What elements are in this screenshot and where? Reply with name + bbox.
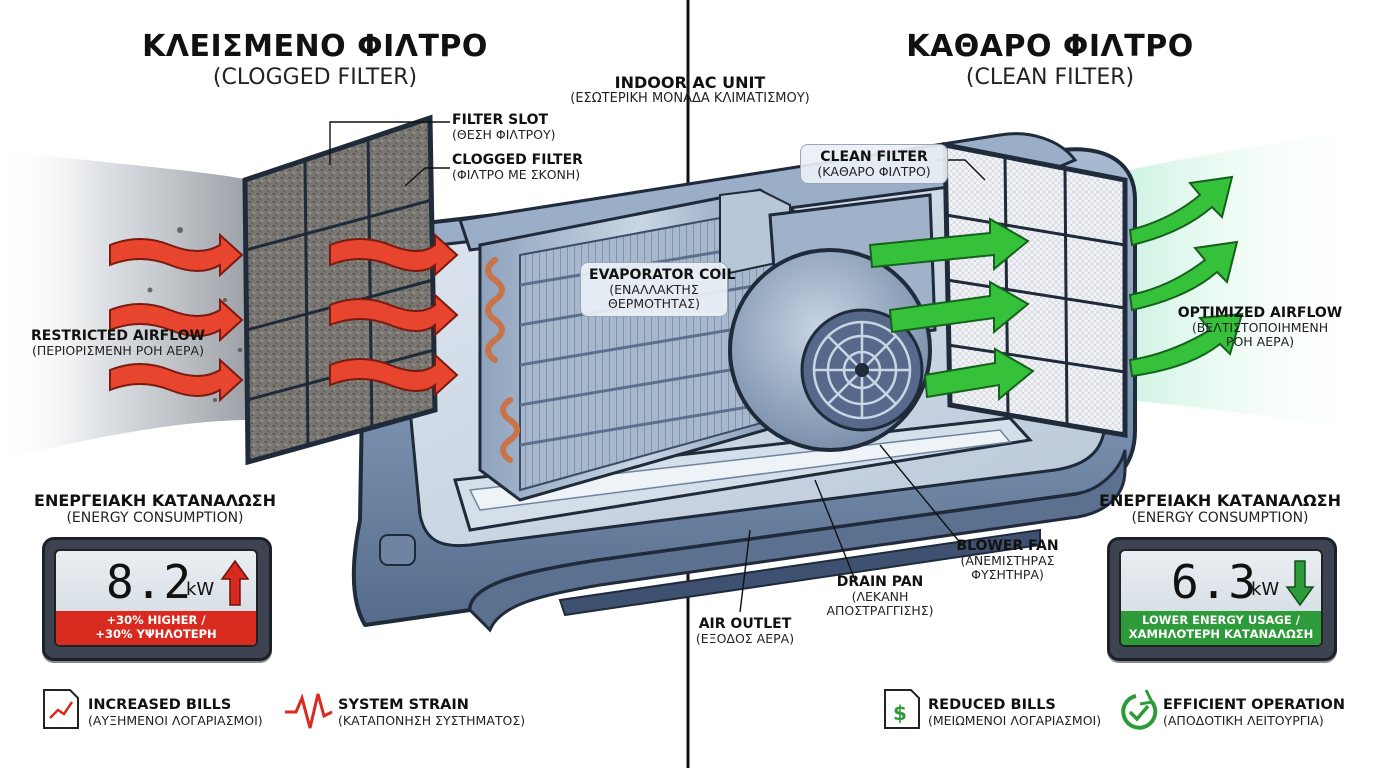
right-header: ΚΑΘΑΡΟ ΦΙΛΤΡΟ (CLEAN FILTER) bbox=[880, 29, 1220, 90]
footer-reduced-bills: REDUCED BILLS (ΜΕΙΩΜΕΝΟΙ ΛΟΓΑΡΙΑΣΜΟΙ) bbox=[928, 697, 1102, 728]
right-energy-meter: 6.3 kW LOWER ENERGY USAGE / ΧΑΜΗΛΟΤΕΡΗ Κ… bbox=[1107, 537, 1337, 661]
bill-up-icon bbox=[43, 689, 79, 729]
arrow-down-icon bbox=[1285, 560, 1315, 607]
clean-filter-panel bbox=[942, 141, 1128, 438]
indoor-unit-label: INDOOR AC UNIT (ΕΣΩΤΕΡΙΚΗ ΜΟΝΑΔΑ ΚΛΙΜΑΤΙ… bbox=[570, 73, 810, 107]
clogged-filter-panel bbox=[242, 114, 438, 466]
air-outlet-label: AIR OUTLET (ΕΞΟΔΟΣ ΑΕΡΑ) bbox=[695, 616, 795, 647]
bill-dollar-icon: $ bbox=[884, 689, 920, 729]
clean-filter-label: CLEAN FILTER (ΚΑΘΑΡΟ ΦΙΛΤΡΟ) bbox=[800, 144, 948, 185]
left-energy-title: ΕΝΕΡΓΕΙΑΚΗ ΚΑΤΑΝΑΛΩΣΗ (ENERGY CONSUMPTIO… bbox=[34, 491, 276, 527]
restricted-airflow-label: RESTRICTED AIRFLOW (ΠΕΡΙΟΡΙΣΜΕΝΗ ΡΟΗ ΑΕΡ… bbox=[30, 328, 205, 359]
footer-increased-bills: INCREASED BILLS (ΑΥΞΗΜΕΝΟΙ ΛΟΓΑΡΙΑΣΜΟΙ) bbox=[88, 697, 263, 728]
right-meter-screen: 6.3 kW LOWER ENERGY USAGE / ΧΑΜΗΛΟΤΕΡΗ Κ… bbox=[1119, 549, 1323, 647]
evaporator-coil-label: EVAPORATOR COIL (ΕΝΑΛΛΑΚΤΗΣ ΘΕΡΜΟΤΗΤΑΣ) bbox=[580, 262, 735, 317]
optimized-airflow-haze bbox=[1130, 130, 1376, 430]
footer-efficient-operation: EFFICIENT OPERATION (ΑΠΟΔΟΤΙΚΗ ΛΕΙΤΟΥΡΓΙ… bbox=[1163, 697, 1345, 728]
arrow-up-icon bbox=[220, 559, 250, 606]
right-energy-unit: kW bbox=[1251, 579, 1280, 600]
right-energy-title: ΕΝΕΡΓΕΙΑΚΗ ΚΑΤΑΝΑΛΩΣΗ (ENERGY CONSUMPTIO… bbox=[1099, 491, 1341, 527]
pulse-icon bbox=[285, 693, 333, 729]
drain-pan bbox=[453, 416, 1033, 532]
right-energy-band: LOWER ENERGY USAGE / ΧΑΜΗΛΟΤΕΡΗ ΚΑΤΑΝΑΛΩ… bbox=[1121, 611, 1321, 645]
optimized-airflow-arrows bbox=[868, 175, 1244, 402]
svg-text:$: $ bbox=[893, 701, 907, 725]
left-header: ΚΛΕΙΣΜΕΝΟ ΦΙΛΤΡΟ (CLOGGED FILTER) bbox=[130, 29, 500, 90]
optimized-airflow-label: OPTIMIZED AIRFLOW (ΒΕΛΤΙΣΤΟΠΟΙΗΜΕΝΗ ΡΟΗ … bbox=[1177, 305, 1343, 350]
right-energy-value: 6.3 bbox=[1171, 555, 1258, 609]
clogged-filter-label: CLOGGED FILTER (ΦΙΛΤΡΟ ΜΕ ΣΚΟΝΗ) bbox=[452, 152, 583, 183]
left-energy-unit: kW bbox=[186, 579, 215, 600]
blower-fan-label: BLOWER FAN (ΑΝΕΜΙΣΤΗΡΑΣ ΦΥΣΗΤΗΡΑ) bbox=[956, 538, 1059, 583]
filter-slot-label: FILTER SLOT (ΘΕΣΗ ΦΙΛΤΡΟΥ) bbox=[452, 112, 556, 143]
footer-system-strain: SYSTEM STRAIN (ΚΑΤΑΠΟΝΗΣΗ ΣΥΣΤΗΜΑΤΟΣ) bbox=[338, 697, 526, 728]
drain-pan-label: DRAIN PAN (ΛΕΚΑΝΗ ΑΠΟΣΤΡΑΓΓΙΣΗΣ) bbox=[826, 574, 934, 619]
check-cycle-icon bbox=[1121, 689, 1158, 730]
left-subtitle: (CLOGGED FILTER) bbox=[212, 64, 418, 90]
left-meter-screen: 8.2 kW +30% HIGHER / +30% ΥΨΗΛΟΤΕΡΗ bbox=[54, 549, 258, 647]
restricted-airflow-arrows bbox=[109, 232, 459, 403]
right-title: ΚΑΘΑΡΟ ΦΙΛΤΡΟ bbox=[906, 29, 1194, 64]
left-title: ΚΛΕΙΣΜΕΝΟ ΦΙΛΤΡΟ bbox=[142, 29, 488, 64]
right-subtitle: (CLEAN FILTER) bbox=[965, 64, 1135, 90]
left-energy-value: 8.2 bbox=[106, 555, 193, 609]
left-energy-band: +30% HIGHER / +30% ΥΨΗΛΟΤΕΡΗ bbox=[56, 611, 256, 645]
left-energy-meter: 8.2 kW +30% HIGHER / +30% ΥΨΗΛΟΤΕΡΗ bbox=[42, 537, 272, 661]
